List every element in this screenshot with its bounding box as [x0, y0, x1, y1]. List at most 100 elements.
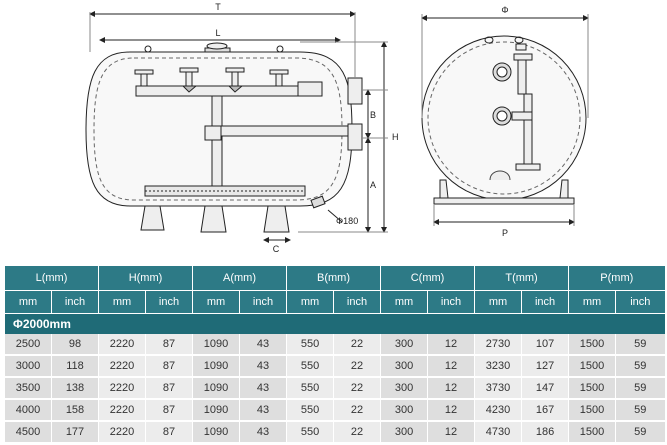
table-cell: 59 [615, 334, 665, 356]
table-cell: 2220 [98, 421, 146, 444]
table-cell: 300 [380, 399, 428, 422]
table-cell: 98 [51, 334, 99, 356]
table-cell: 43 [239, 355, 287, 378]
table-cell: 1500 [568, 334, 616, 356]
unit-cell: mm [380, 290, 428, 314]
dim-label-P: P [502, 228, 508, 238]
header-C: C(mm) [380, 266, 475, 291]
table-cell: 1500 [568, 399, 616, 422]
table-cell: 550 [286, 355, 334, 378]
side-dimension-labels: T L B H A C Φ180 [215, 2, 398, 254]
table-cell: 3230 [474, 355, 522, 378]
table-cell: 300 [380, 334, 428, 356]
table-cell: 118 [51, 355, 99, 378]
header-T: T(mm) [474, 266, 569, 291]
table-cell: 2220 [98, 334, 146, 356]
table-cell: 300 [380, 355, 428, 378]
header-L: L(mm) [4, 266, 99, 291]
table-cell: 1500 [568, 377, 616, 400]
table-cell: 1500 [568, 421, 616, 444]
table-cell: 1090 [192, 334, 240, 356]
table-cell: 43 [239, 421, 287, 444]
table-cell: 12 [427, 421, 475, 444]
section-title: Φ2000mm [3, 313, 665, 334]
table-cell: 22 [333, 377, 381, 400]
unit-cell: mm [286, 290, 334, 314]
table-cell: 59 [615, 355, 665, 378]
table-cell: 12 [427, 355, 475, 378]
table-cell: 1500 [568, 355, 616, 378]
side-legs [140, 205, 290, 233]
table-cell: 147 [521, 377, 569, 400]
table-cell: 2220 [98, 399, 146, 422]
unit-cell: inch [333, 290, 381, 314]
table-cell: 87 [144, 377, 193, 400]
header-B: B(mm) [286, 266, 381, 291]
dim-label-H: H [392, 132, 399, 142]
table-cell: 59 [615, 399, 665, 422]
table-cell: 2220 [98, 355, 146, 378]
front-stand [433, 179, 575, 205]
unit-cell: inch [239, 290, 287, 314]
dim-label-outlet: Φ180 [336, 216, 358, 226]
table-cell: 87 [144, 355, 193, 378]
table-cell: 550 [286, 399, 334, 422]
table-cell: 4730 [474, 421, 522, 444]
unit-cell: mm [98, 290, 146, 314]
dim-label-diameter: Φ [501, 5, 508, 15]
table-cell: 1090 [192, 399, 240, 422]
table-cell: 22 [333, 355, 381, 378]
table-cell: 59 [615, 377, 665, 400]
side-laterals [144, 185, 306, 197]
header-A: A(mm) [192, 266, 287, 291]
side-central-pipes [204, 95, 349, 187]
table-cell: 2500 [4, 334, 52, 356]
table-cell: 4230 [474, 399, 522, 422]
table-cell: 87 [144, 421, 193, 444]
table-cell: 87 [144, 399, 193, 422]
side-nozzle-upper [347, 77, 363, 105]
unit-cell: inch [51, 290, 99, 314]
front-pipes [489, 53, 541, 181]
table-cell: 4500 [4, 421, 52, 444]
table-cell: 127 [521, 355, 569, 378]
dim-label-A: A [370, 180, 376, 190]
front-dimension-labels: Φ P [501, 5, 508, 238]
dim-label-L: L [215, 28, 220, 38]
table-cell: 2730 [474, 334, 522, 356]
table-cell: 43 [239, 334, 287, 356]
table-cell: 3500 [4, 377, 52, 400]
unit-row: mm inch mm inch mm inch mm inch mm inch … [4, 290, 665, 314]
table-cell: 138 [51, 377, 99, 400]
table-cell: 12 [427, 334, 475, 356]
table-cell: 4000 [4, 399, 52, 422]
unit-cell: mm [192, 290, 240, 314]
dim-label-T: T [215, 2, 221, 12]
table-cell: 167 [521, 399, 569, 422]
front-portholes [492, 62, 512, 126]
unit-cell: mm [4, 290, 52, 314]
spec-table-body: L(mm) H(mm) A(mm) B(mm) C(mm) T(mm) P(mm… [3, 266, 665, 444]
table-cell: 1090 [192, 377, 240, 400]
table-cell: 300 [380, 421, 428, 444]
table-cell: 1090 [192, 355, 240, 378]
dim-label-C: C [273, 244, 280, 254]
table-cell: 22 [333, 399, 381, 422]
table-cell: 300 [380, 377, 428, 400]
side-view [85, 11, 388, 243]
table-cell: 12 [427, 377, 475, 400]
table-cell: 550 [286, 421, 334, 444]
table-cell: 59 [615, 421, 665, 444]
table-cell: 12 [427, 399, 475, 422]
unit-cell: inch [427, 290, 475, 314]
table-cell: 107 [521, 334, 569, 356]
technical-drawing: T L B H A C Φ180 [85, 2, 589, 254]
table-cell: 1090 [192, 421, 240, 444]
table-cell: 3000 [4, 355, 52, 378]
side-nozzle-lower [347, 123, 363, 151]
table-cell: 43 [239, 377, 287, 400]
